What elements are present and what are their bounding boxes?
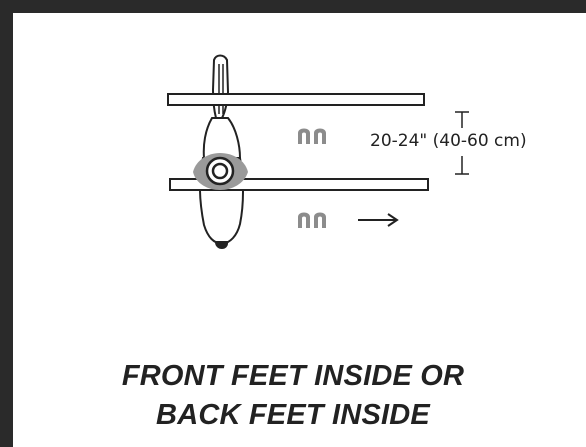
saddle-icon <box>193 153 248 190</box>
ground-pole-bottom <box>169 178 429 191</box>
caption-line-1: FRONT FEET INSIDE OR <box>121 360 465 392</box>
hoof-prints-icon <box>298 212 326 228</box>
dimension-marker <box>455 111 469 175</box>
frame-left-border <box>0 0 13 447</box>
frame-top-border <box>0 0 586 13</box>
pole-spacing-label: 20-24" (40-60 cm) <box>370 131 527 151</box>
hoof-prints-icon <box>298 128 326 144</box>
arrow-right-icon <box>358 213 399 227</box>
caption-line-2: BACK FEET INSIDE <box>156 399 430 431</box>
ground-pole-top <box>167 93 425 106</box>
horse-top-view-icon <box>199 54 244 249</box>
